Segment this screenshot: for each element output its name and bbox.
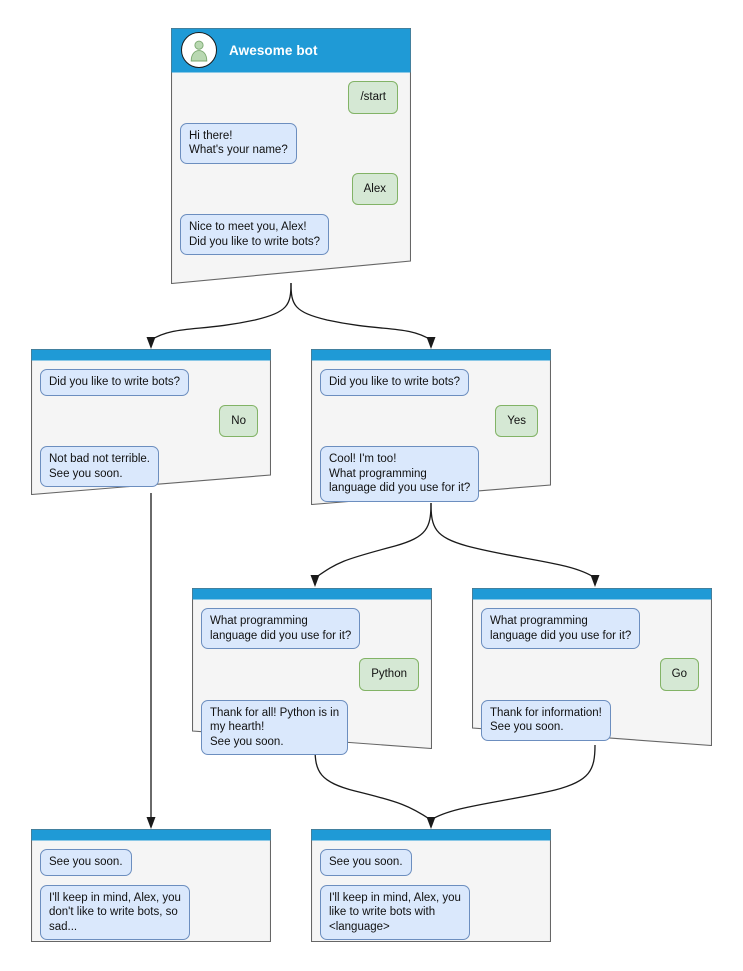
message-row: Alex [180, 172, 402, 205]
bot-message-bubble: See you soon. [320, 849, 412, 876]
node-root[interactable]: Awesome bot /start Hi there! What's your… [171, 28, 411, 284]
bot-name-label: Awesome bot [229, 42, 318, 58]
message-row: See you soon. [320, 849, 542, 876]
message-row: /start [180, 81, 402, 114]
arrowhead-no-to-end-sad [146, 817, 156, 829]
bot-message-bubble: What programming language did you use fo… [481, 608, 641, 649]
chat-end-sad: See you soon. I'll keep in mind, Alex, y… [31, 840, 271, 940]
arrowhead-yes-to-python [310, 575, 320, 587]
bot-message-bubble: Thank for all! Python is in my hearth! S… [201, 699, 349, 755]
bot-message-bubble: Did you like to write bots? [320, 369, 470, 396]
message-row: What programming language did you use fo… [201, 608, 423, 649]
message-row: I'll keep in mind, Alex, you like to wri… [320, 884, 542, 940]
node-python-branch-headerbar [192, 588, 432, 600]
message-row: What programming language did you use fo… [481, 608, 703, 649]
bot-message-bubble: Nice to meet you, Alex! Did you like to … [180, 214, 330, 255]
edge-go-to-end-happy [430, 744, 596, 821]
message-row: Cool! I'm too! What programming language… [320, 446, 542, 502]
node-go-branch[interactable]: What programming language did you use fo… [472, 588, 712, 746]
chat-go-branch: What programming language did you use fo… [472, 599, 712, 741]
user-message-bubble[interactable]: Go [659, 658, 699, 691]
edge-yes-to-go [430, 502, 596, 579]
node-end-happy[interactable]: See you soon. I'll keep in mind, Alex, y… [311, 829, 551, 942]
arrowhead-root-to-yes [426, 337, 436, 349]
edge-root-to-yes [290, 282, 432, 341]
node-no-branch[interactable]: Did you like to write bots? No Not bad n… [31, 349, 271, 495]
node-no-branch-headerbar [31, 349, 271, 361]
message-row: Python [201, 658, 423, 691]
edge-python-to-end-happy [314, 747, 432, 821]
message-row: I'll keep in mind, Alex, you don't like … [40, 884, 262, 940]
bot-message-bubble: Did you like to write bots? [40, 369, 190, 396]
node-python-branch[interactable]: What programming language did you use fo… [192, 588, 432, 755]
message-row: Hi there! What's your name? [180, 122, 402, 164]
user-message-bubble[interactable]: Alex [351, 172, 398, 205]
message-row: Nice to meet you, Alex! Did you like to … [180, 214, 402, 255]
user-message-bubble[interactable]: /start [348, 81, 398, 114]
message-row: No [40, 404, 262, 437]
node-end-happy-headerbar [311, 829, 551, 841]
bot-message-bubble: Cool! I'm too! What programming language… [320, 446, 480, 502]
chat-python-branch: What programming language did you use fo… [192, 599, 432, 755]
bot-message-bubble: Not bad not terrible. See you soon. [40, 446, 160, 487]
message-row: See you soon. [40, 849, 262, 876]
message-row: Not bad not terrible. See you soon. [40, 446, 262, 487]
bot-message-bubble: What programming language did you use fo… [201, 608, 361, 649]
chat-end-happy: See you soon. I'll keep in mind, Alex, y… [311, 840, 551, 940]
node-go-branch-headerbar [472, 588, 712, 600]
message-row: Thank for information! See you soon. [481, 699, 703, 741]
bot-header: Awesome bot [171, 28, 411, 72]
node-end-sad-headerbar [31, 829, 271, 841]
bot-message-bubble: Thank for information! See you soon. [481, 699, 611, 741]
bot-message-bubble: I'll keep in mind, Alex, you don't like … [40, 884, 190, 940]
bot-message-bubble: I'll keep in mind, Alex, you like to wri… [320, 884, 470, 940]
node-yes-branch-headerbar [311, 349, 551, 361]
arrowhead-to-end-happy [426, 817, 436, 829]
node-end-sad[interactable]: See you soon. I'll keep in mind, Alex, y… [31, 829, 271, 942]
arrowhead-yes-to-go [590, 575, 600, 587]
message-row: Thank for all! Python is in my hearth! S… [201, 699, 423, 755]
edge-yes-to-python [314, 502, 432, 579]
person-avatar-icon [181, 32, 217, 68]
chat-no-branch: Did you like to write bots? No Not bad n… [31, 360, 271, 487]
user-message-bubble[interactable]: Yes [495, 404, 538, 437]
chat-root: /start Hi there! What's your name? Alex … [171, 72, 411, 255]
edge-root-to-no [150, 282, 292, 341]
message-row: Go [481, 658, 703, 691]
message-row: Did you like to write bots? [40, 369, 262, 396]
user-message-bubble[interactable]: Python [359, 658, 419, 691]
chat-yes-branch: Did you like to write bots? Yes Cool! I'… [311, 360, 551, 502]
message-row: Did you like to write bots? [320, 369, 542, 396]
bot-message-bubble: See you soon. [40, 849, 132, 876]
user-message-bubble[interactable]: No [219, 404, 258, 437]
bot-message-bubble: Hi there! What's your name? [180, 122, 297, 164]
arrowhead-root-to-no [146, 337, 156, 349]
message-row: Yes [320, 404, 542, 437]
node-yes-branch[interactable]: Did you like to write bots? Yes Cool! I'… [311, 349, 551, 505]
